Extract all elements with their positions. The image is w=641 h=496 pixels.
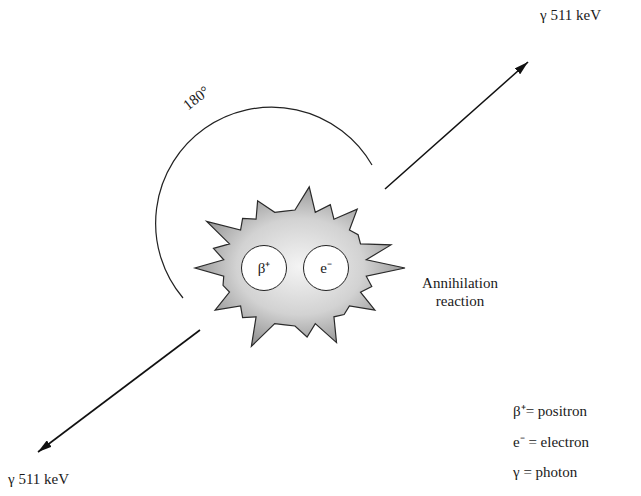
label-anchor: γ = photon: [513, 463, 577, 481]
annihilation-burst: Annihilation reactionβ⁺e⁻: [180, 178, 410, 358]
legend-entry: γ = photon: [513, 463, 577, 481]
photon-energy: γ 511 keV: [8, 470, 69, 488]
photon-arrow: [385, 62, 528, 189]
burst-outline: [180, 178, 410, 358]
angle-arc: [156, 107, 372, 298]
particle-circle: e⁻: [303, 245, 349, 291]
photon-energy: γ 511 keV: [540, 6, 601, 24]
reaction-label: Annihilation reaction: [412, 274, 508, 310]
label-anchor: γ 511 keV: [540, 6, 601, 24]
legend-entry: β⁺= positron: [513, 402, 587, 420]
label-anchor: β⁺= positron: [513, 402, 587, 420]
photon-arrow: [38, 330, 200, 452]
angle-label: 180°: [179, 82, 213, 114]
label-anchor: 180°: [179, 82, 213, 114]
label-anchor: e⁻ = electron: [513, 433, 589, 451]
particle-symbol: e⁻: [320, 259, 332, 277]
particle-symbol: β⁺: [258, 259, 271, 277]
particle-circle: β⁺: [241, 245, 287, 291]
label-anchor: γ 511 keV: [8, 470, 69, 488]
burst-shape: [195, 187, 405, 346]
legend-entry: e⁻ = electron: [513, 433, 589, 451]
